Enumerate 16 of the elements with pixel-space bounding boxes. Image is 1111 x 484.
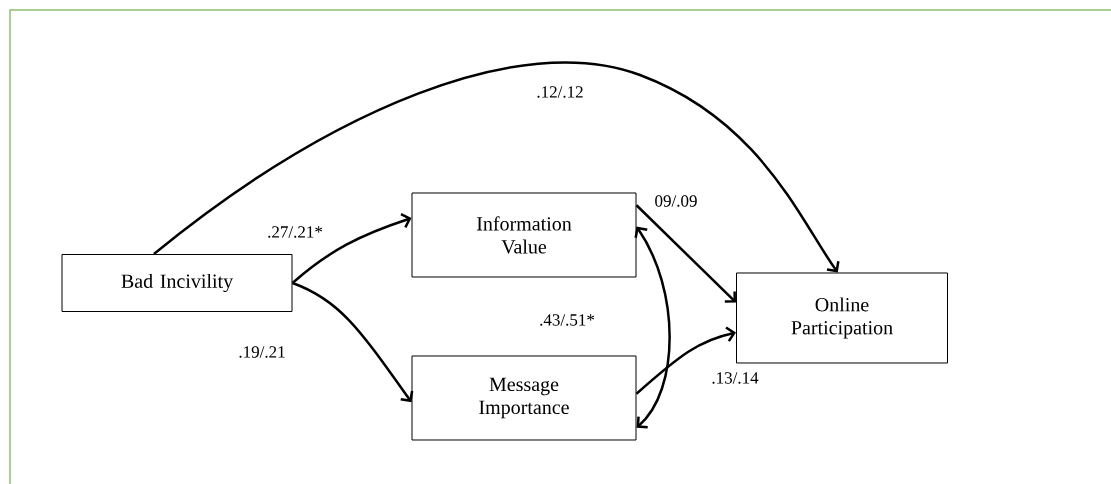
arrow xyxy=(634,226,671,429)
edge-label: .12/.12 xyxy=(535,85,585,99)
arrow xyxy=(291,212,412,284)
arrow xyxy=(635,204,736,303)
variable-box: Online Participation xyxy=(736,272,948,364)
edge-label: .43/.51* xyxy=(538,313,596,327)
variable-box: Bad Incivility xyxy=(61,254,293,312)
edge-label: 09/.09 xyxy=(653,194,699,208)
arrow xyxy=(635,326,736,395)
edge-label: .13/.14 xyxy=(710,371,760,385)
edge-label: .19/.21 xyxy=(237,345,287,359)
variable-box: Information Value xyxy=(411,192,637,278)
edge-label: .27/.21* xyxy=(266,225,324,239)
arrow xyxy=(292,281,414,403)
variable-box: Message Importance xyxy=(411,355,637,441)
arrow xyxy=(153,61,840,273)
